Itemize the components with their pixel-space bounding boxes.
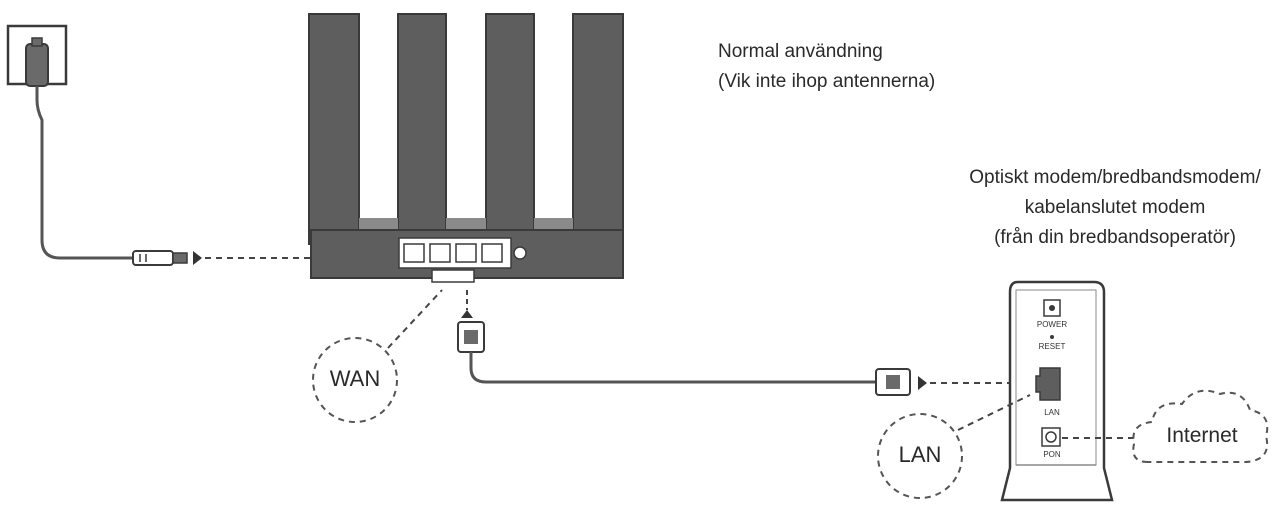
arrow-power-icon (193, 251, 202, 265)
wan-leader-line (387, 289, 443, 349)
ethernet-cable (469, 352, 878, 384)
power-cable (35, 86, 135, 260)
wan-label: WAN (329, 366, 381, 391)
router-icon (308, 13, 624, 283)
modem-icon (1000, 280, 1114, 502)
internet-cloud-icon (1132, 389, 1269, 463)
ethernet-plug-router-icon (457, 321, 485, 353)
lan-callout-circle (877, 413, 963, 499)
ethernet-plug-modem-icon (875, 368, 911, 396)
modem-reset-label: RESET (1038, 342, 1066, 351)
arrow-modem-icon (918, 376, 927, 390)
lan-leader-line (957, 394, 1031, 431)
modem-caption-line2: kabelanslutet modem (1024, 197, 1206, 218)
modem-lan-port-label: LAN (1044, 408, 1060, 417)
lan-callout-label: LAN (898, 442, 942, 467)
internet-label: Internet (1166, 424, 1238, 447)
wan-callout-circle (312, 337, 398, 423)
modem-pon-label: PON (1043, 450, 1061, 459)
modem-caption-line1: Optiskt modem/bredbandsmodem/ (969, 167, 1261, 188)
wall-socket-icon (6, 24, 68, 87)
modem-power-label: POWER (1036, 320, 1068, 329)
usage-note: (Vik inte ihop antennerna) (718, 71, 936, 92)
power-plug-icon (132, 250, 188, 266)
arrow-up-icon (461, 310, 473, 318)
modem-caption-line3: (från din bredbandsoperatör) (994, 227, 1236, 248)
usage-title: Normal användning (718, 41, 883, 62)
